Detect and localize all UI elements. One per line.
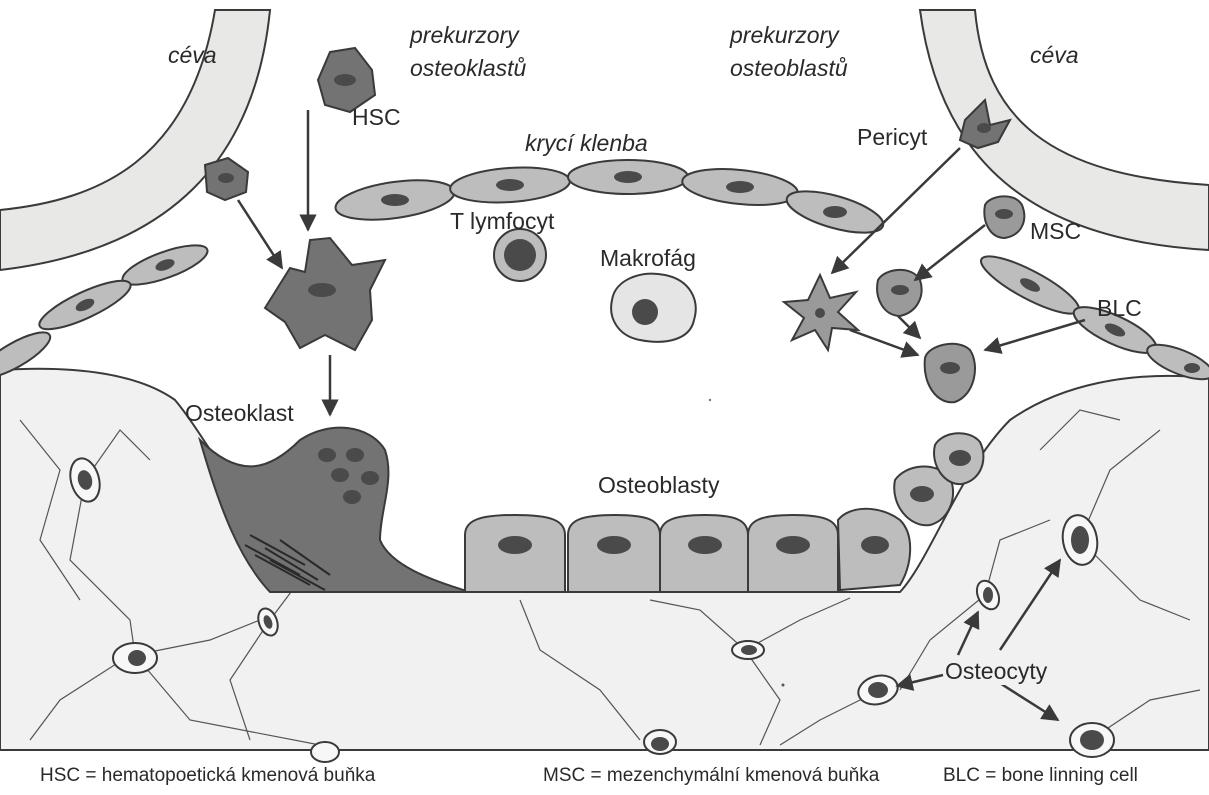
legend-msc: MSC = mezenchymální kmenová buňka (543, 765, 879, 787)
label-prekurzory-osteoklastu-1: prekurzory (410, 22, 519, 49)
vessel-left (0, 10, 270, 270)
label-t-lymfocyt: T lymfocyt (450, 208, 554, 235)
pericyte-nucleus (977, 123, 991, 133)
macrophage-nucleus (632, 299, 658, 325)
legend-blc: BLC = bone linning cell (943, 765, 1138, 787)
label-ceva-left: céva (168, 42, 217, 69)
label-pericyt: Pericyt (857, 124, 927, 151)
hsc-nucleus (334, 74, 356, 86)
label-prekurzory-osteoblastu-2: osteoblastů (730, 55, 848, 82)
label-prekurzory-osteoblastu-1: prekurzory (730, 22, 839, 49)
t-lymphocyte-nucleus (504, 239, 536, 271)
right-lining-cells (975, 247, 1209, 386)
canopy-cells (333, 160, 887, 241)
label-blc: BLC (1097, 295, 1142, 322)
vessel-cell-nucleus (218, 173, 234, 183)
label-makrofag: Makrofág (600, 245, 696, 272)
legend-hsc: HSC = hematopoetická kmenová buňka (40, 765, 375, 787)
osteoblast-row (465, 433, 983, 592)
label-kryci-klenba: krycí klenba (525, 130, 648, 157)
precursor-nucleus (308, 283, 336, 297)
label-osteoklast: Osteoklast (185, 400, 294, 427)
label-osteoblasty: Osteoblasty (598, 472, 719, 499)
label-osteocyty: Osteocyty (945, 658, 1047, 685)
label-msc: MSC (1030, 218, 1081, 245)
label-ceva-right: céva (1030, 42, 1079, 69)
label-hsc: HSC (352, 104, 401, 131)
label-prekurzory-osteoklastu-2: osteoklastů (410, 55, 526, 82)
